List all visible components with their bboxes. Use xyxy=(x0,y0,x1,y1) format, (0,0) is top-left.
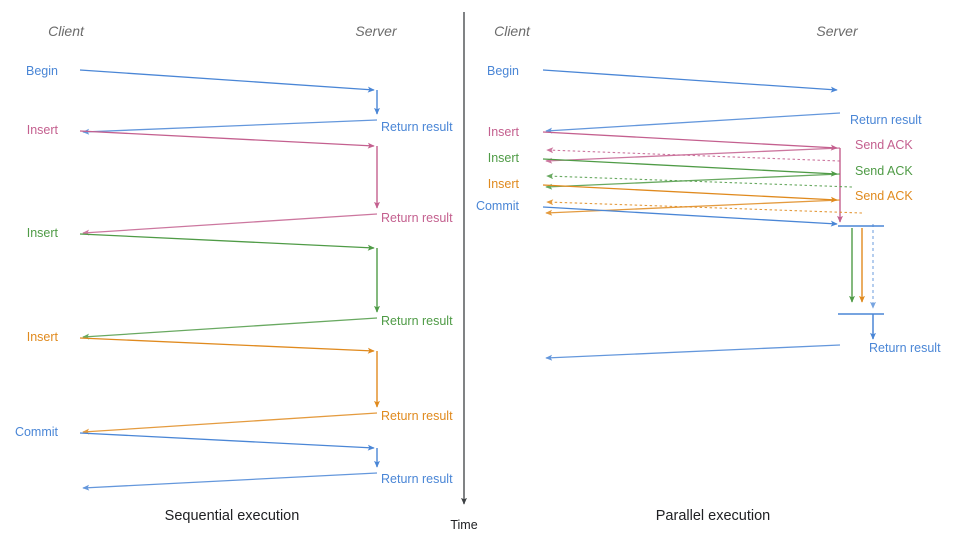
message-label-begin-0: Begin xyxy=(487,64,519,78)
request-arrow-pink-2 xyxy=(79,130,375,149)
request-arrow-blue-8 xyxy=(79,432,375,451)
message-label-insert-4: Insert xyxy=(488,151,520,165)
request-arrow-orange-6 xyxy=(79,337,375,354)
message-label-insert-2: Insert xyxy=(488,125,520,139)
request-arrow-blue-0 xyxy=(79,69,375,93)
lane-title-server-sequential: Server xyxy=(355,23,398,39)
message-label-return-result-3: Return result xyxy=(381,211,453,225)
message-label-send-ack-7: Send ACK xyxy=(855,189,913,203)
request-arrow-green-4 xyxy=(79,233,375,251)
message-label-insert-6: Insert xyxy=(488,177,520,191)
response-arrow-green-5 xyxy=(82,317,378,340)
ack-return-arrow-pink xyxy=(546,147,841,162)
message-label-send-ack-3: Send ACK xyxy=(855,138,913,152)
request-arrow-blue-8 xyxy=(542,206,838,227)
message-label-commit-8: Commit xyxy=(15,425,59,439)
request-arrow-pink-2 xyxy=(542,131,838,151)
time-axis-label: Time xyxy=(450,518,477,532)
response-arrow-blue-1 xyxy=(82,119,378,135)
response-arrow-orange-7 xyxy=(545,199,841,216)
message-label-return-result-7: Return result xyxy=(381,409,453,423)
request-arrow-orange-6 xyxy=(542,184,838,203)
message-label-return-result-9: Return result xyxy=(381,472,453,486)
request-arrow-blue-0 xyxy=(542,69,838,93)
response-arrow-pink-3 xyxy=(545,147,841,164)
request-arrow-green-4 xyxy=(542,158,838,177)
response-arrow-orange-7 xyxy=(82,412,378,435)
message-label-insert-4: Insert xyxy=(27,226,59,240)
message-label-send-ack-5: Send ACK xyxy=(855,164,913,178)
response-arrow-blue-9 xyxy=(545,344,841,361)
response-arrow-pink-3 xyxy=(82,213,378,236)
panel-caption-parallel: Parallel execution xyxy=(656,508,770,524)
response-arrow-green-5 xyxy=(545,173,841,190)
message-label-commit-8: Commit xyxy=(476,199,520,213)
message-label-begin-0: Begin xyxy=(26,64,58,78)
lane-title-client-sequential: Client xyxy=(48,23,85,39)
lane-title-client-parallel: Client xyxy=(494,23,531,39)
message-label-return-result-5: Return result xyxy=(381,314,453,328)
message-label-insert-2: Insert xyxy=(27,123,59,137)
ack-return-arrow-green xyxy=(546,173,853,188)
message-label-return-result-1: Return result xyxy=(381,120,453,134)
response-arrow-blue-1 xyxy=(545,112,841,134)
message-label-insert-6: Insert xyxy=(27,330,59,344)
message-label-return-result-1: Return result xyxy=(850,113,922,127)
panel-caption-sequential: Sequential execution xyxy=(165,508,300,524)
message-label-return-result-9: Return result xyxy=(869,341,941,355)
lane-title-server-parallel: Server xyxy=(816,23,859,39)
response-arrow-blue-9 xyxy=(82,472,378,491)
